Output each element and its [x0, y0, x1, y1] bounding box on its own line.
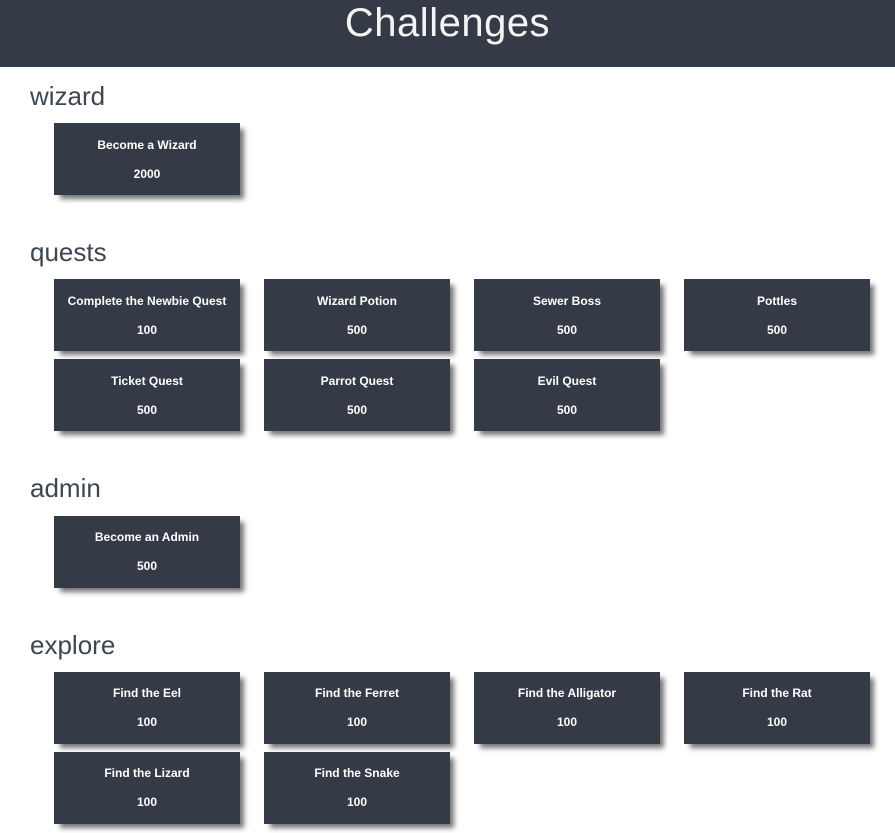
challenge-points: 500	[556, 402, 578, 417]
challenge-points: 500	[556, 322, 578, 337]
challenge-title: Evil Quest	[537, 373, 597, 388]
challenge-grid: Complete the Newbie Quest 100 Wizard Pot…	[54, 279, 870, 432]
challenge-points: 100	[136, 322, 158, 337]
section-title: quests	[30, 237, 107, 268]
challenge-card[interactable]: Parrot Quest 500	[264, 359, 450, 432]
challenge-points: 500	[346, 322, 368, 337]
challenge-points: 100	[136, 795, 158, 810]
section: wizard Become a Wizard 2000	[30, 81, 865, 196]
challenge-title: Find the Ferret	[314, 686, 399, 701]
challenge-title: Find the Lizard	[104, 766, 190, 781]
challenge-card[interactable]: Find the Ferret 100	[264, 671, 450, 744]
challenge-grid: Find the Eel 100 Find the Ferret 100 Fin…	[54, 671, 870, 824]
section: explore Find the Eel 100 Find the Ferret…	[30, 629, 870, 824]
section-title: explore	[30, 629, 116, 660]
challenge-title: Sewer Boss	[532, 293, 602, 308]
challenge-title: Pottles	[756, 293, 797, 308]
challenge-card[interactable]: Complete the Newbie Quest 100	[54, 279, 240, 352]
challenge-card[interactable]: Find the Rat 100	[684, 671, 870, 744]
challenge-title: Become a Wizard	[97, 137, 197, 152]
challenge-card[interactable]: Become an Admin 500	[54, 515, 240, 588]
challenge-points: 100	[346, 715, 368, 730]
challenge-title: Find the Snake	[314, 766, 400, 781]
challenge-card[interactable]: Wizard Potion 500	[264, 279, 450, 352]
challenge-card[interactable]: Pottles 500	[684, 279, 870, 352]
page-title: Challenges	[344, 1, 551, 45]
challenge-title: Ticket Quest	[111, 373, 183, 388]
challenge-points: 500	[136, 402, 158, 417]
section-title: wizard	[30, 81, 106, 111]
challenge-points: 2000	[133, 166, 161, 181]
challenge-card[interactable]: Find the Snake 100	[264, 751, 450, 824]
section: quests Complete the Newbie Quest 100 Wiz…	[30, 237, 870, 432]
challenge-title: Find the Rat	[742, 686, 812, 701]
challenge-title: Parrot Quest	[320, 373, 394, 388]
challenge-points: 100	[766, 715, 788, 730]
challenge-points: 500	[346, 402, 368, 417]
challenge-title: Complete the Newbie Quest	[67, 293, 227, 308]
page-header: Challenges	[0, 0, 895, 67]
section-title: admin	[30, 473, 101, 504]
challenge-card[interactable]: Become a Wizard 2000	[54, 123, 240, 196]
challenge-card[interactable]: Find the Lizard 100	[54, 751, 240, 824]
challenge-points: 100	[346, 795, 368, 810]
challenge-card[interactable]: Sewer Boss 500	[474, 279, 660, 352]
challenge-title: Find the Eel	[112, 686, 181, 701]
challenge-points: 500	[766, 322, 788, 337]
challenge-title: Become an Admin	[94, 530, 200, 545]
challenge-card[interactable]: Find the Eel 100	[54, 671, 240, 744]
challenges-main: wizard Become a Wizard 2000 quests Compl…	[0, 81, 895, 824]
challenge-points: 500	[136, 559, 158, 574]
challenge-points: 100	[556, 715, 578, 730]
challenge-grid: Become an Admin 500	[54, 515, 865, 588]
section: admin Become an Admin 500	[30, 473, 865, 588]
challenge-title: Find the Alligator	[517, 686, 617, 701]
challenge-card[interactable]: Ticket Quest 500	[54, 359, 240, 432]
challenge-grid: Become a Wizard 2000	[54, 123, 865, 196]
challenge-card[interactable]: Find the Alligator 100	[474, 671, 660, 744]
challenge-title: Wizard Potion	[317, 293, 397, 308]
challenge-points: 100	[136, 715, 158, 730]
challenge-card[interactable]: Evil Quest 500	[474, 359, 660, 432]
